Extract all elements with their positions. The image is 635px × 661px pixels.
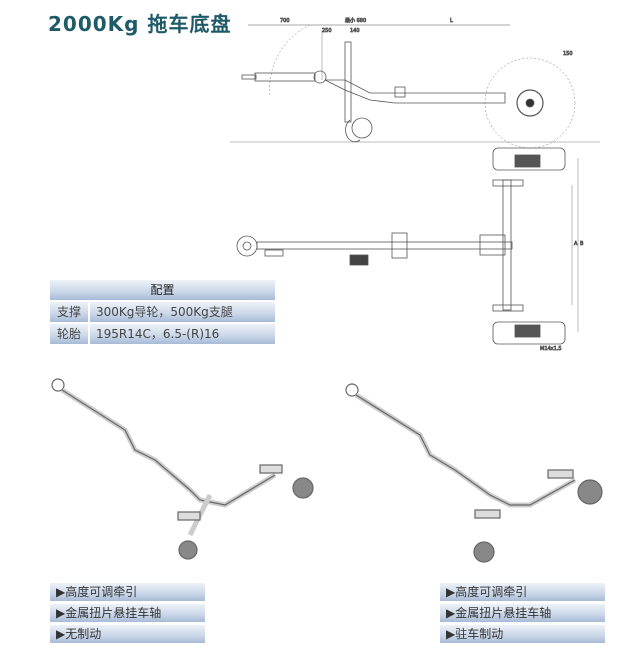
dim-label: L: [450, 18, 453, 24]
feature-item: ▶驻车制动: [440, 625, 605, 643]
table-row: 支撑 300Kg导轮，500Kg支腿: [50, 302, 275, 322]
config-table-header: 配置: [50, 280, 275, 300]
chassis-render-left: [51, 378, 314, 560]
table-row: 轮胎 195R14C，6.5-(R)16: [50, 324, 275, 344]
feature-list-left: ▶高度可调牵引 ▶金属扭片悬挂车轴 ▶无制动: [50, 583, 205, 646]
dim-label: 250: [322, 28, 332, 34]
feature-item: ▶高度可调牵引: [50, 583, 205, 601]
page-title: 2000Kg 拖车底盘: [48, 12, 232, 36]
dim-label: 150: [563, 51, 573, 57]
feature-item: ▶金属扭片悬挂车轴: [440, 604, 605, 622]
dim-label: 140: [350, 28, 360, 34]
dim-label: 700: [280, 18, 290, 24]
plan-view-drawing: A B M14x1.5: [236, 147, 584, 352]
feature-item: ▶高度可调牵引: [440, 583, 605, 601]
side-view-drawing: 700 最小 680 L 250 140 150: [230, 17, 600, 149]
row-key: 轮胎: [50, 324, 88, 344]
feature-item: ▶金属扭片悬挂车轴: [50, 604, 205, 622]
row-value: 195R14C，6.5-(R)16: [90, 324, 275, 344]
dim-label: M14x1.5: [540, 346, 562, 352]
feature-list-right: ▶高度可调牵引 ▶金属扭片悬挂车轴 ▶驻车制动: [440, 583, 605, 646]
dim-label: A: [574, 241, 578, 247]
row-key: 支撑: [50, 302, 88, 322]
dim-label: B: [580, 241, 584, 247]
config-table: 配置 支撑 300Kg导轮，500Kg支腿 轮胎 195R14C，6.5-(R)…: [50, 280, 275, 346]
dim-label: 最小 680: [345, 17, 366, 24]
feature-item: ▶无制动: [50, 625, 205, 643]
row-value: 300Kg导轮，500Kg支腿: [90, 302, 275, 322]
chassis-render-right: [345, 383, 603, 563]
